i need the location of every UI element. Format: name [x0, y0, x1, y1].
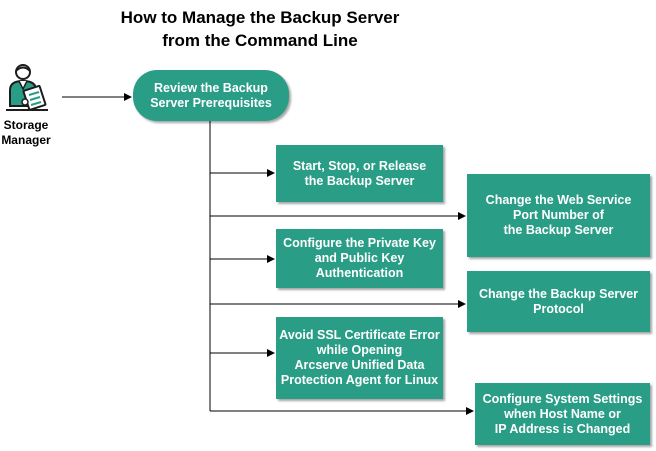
step-label-3: Configure the Private Key and Public Key… [283, 236, 436, 280]
step-label-6: Configure System Settings when Host Name… [482, 391, 643, 436]
title-line-1: How to Manage the Backup Server [120, 8, 400, 27]
title-line-2: from the Command Line [162, 31, 358, 50]
step-label-1: Start, Stop, or Release the Backup Serve… [292, 158, 427, 188]
step-box-1: Start, Stop, or Release the Backup Serve… [276, 145, 443, 202]
start-step-box: Review the Backup Server Prerequisites [133, 70, 289, 121]
step-box-6: Configure System Settings when Host Name… [475, 383, 650, 445]
step-box-5: Avoid SSL Certificate Error while Openin… [276, 317, 443, 399]
actor-label: Storage Manager [1, 118, 51, 147]
step-box-2: Change the Web Service Port Number of th… [467, 174, 650, 257]
step-box-3: Configure the Private Key and Public Key… [276, 229, 443, 288]
person-with-clipboard-icon [6, 64, 48, 111]
step-label-5: Avoid SSL Certificate Error while Openin… [279, 328, 440, 387]
start-step-label: Review the Backup Server Prerequisites [150, 80, 272, 110]
step-label-2: Change the Web Service Port Number of th… [485, 193, 632, 237]
step-box-4: Change the Backup Server Protocol [467, 271, 650, 332]
diagram-title: How to Manage the Backup Server from the… [80, 6, 440, 52]
step-label-4: Change the Backup Server Protocol [478, 286, 639, 316]
